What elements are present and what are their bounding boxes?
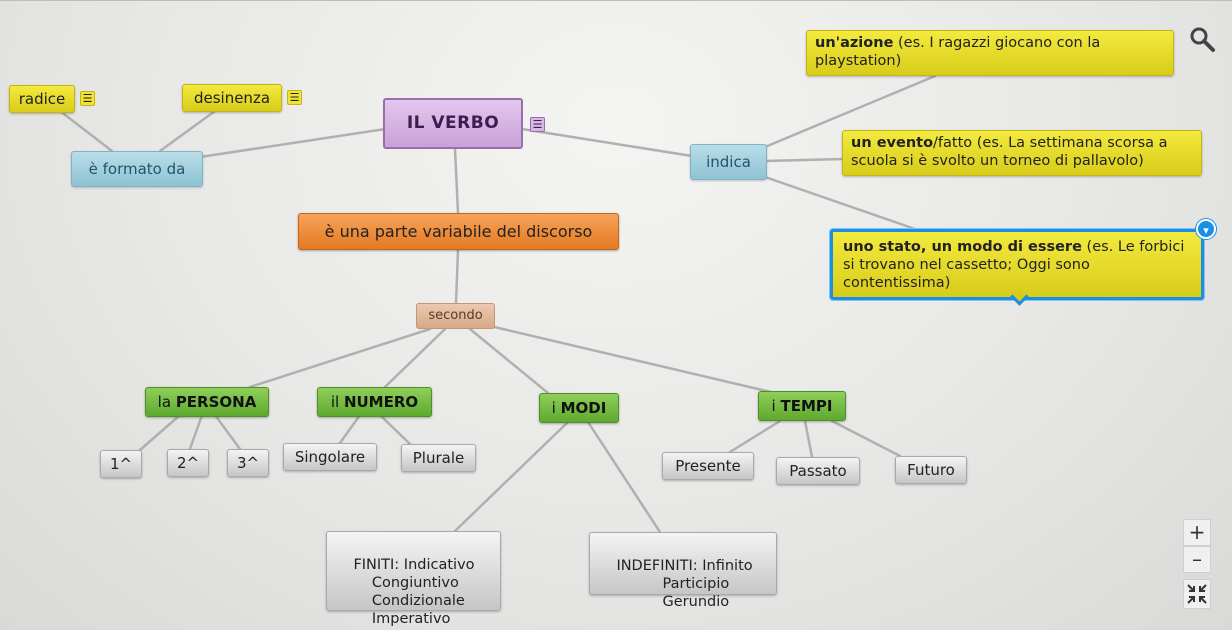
node-modi-indefiniti-label: INDEFINITI: Infinito Participio Gerundio [616,558,753,610]
node-stato-text: (es. Le forbici si trovano nel cassetto;… [843,239,1185,291]
node-persona-3[interactable]: 3^ [227,449,269,477]
link-secondo-persona [248,327,432,389]
link-indica-stato [763,175,917,231]
node-presente[interactable]: Presente [662,452,754,480]
fit-view-button[interactable] [1183,579,1211,609]
link-tempi-presente [728,419,782,454]
node-futuro[interactable]: Futuro [895,456,967,484]
link-modi-indef [586,420,662,534]
node-root-label: IL VERBO [406,113,500,133]
link-root-formato [198,127,387,159]
link-formato-desinenza [158,109,217,153]
node-numero-bold: NUMERO [343,393,419,411]
link-secondo-numero [383,327,447,389]
node-passato-label: Passato [789,462,847,480]
link-parte-secondo [454,248,460,305]
link-root-indica [520,127,694,158]
node-azione-bold: un'azione [815,35,894,51]
node-modi[interactable]: i MODI [539,393,619,423]
link-indica-azione [763,74,937,149]
link-numero-sing [338,413,362,445]
node-plurale-label: Plurale [412,449,465,467]
node-tempi-bold: TEMPI [780,397,833,415]
fit-view-icon [1187,584,1207,604]
link-persona-1 [138,413,182,452]
node-numero-pre: il [330,393,344,411]
node-azione-text: (es. I ragazzi giocano con la playstatio… [815,35,1101,69]
link-secondo-tempi [488,324,777,395]
node-stato[interactable]: uno stato, un modo di essere (es. Le for… [830,229,1204,306]
node-secondo-label: secondo [428,308,483,323]
link-tempi-futuro [830,419,902,458]
node-persona-3-label: 3^ [236,454,260,472]
node-radice[interactable]: radice [9,85,75,113]
node-plurale[interactable]: Plurale [401,444,476,472]
node-radice-label: radice [18,90,66,108]
node-futuro-label: Futuro [907,461,955,479]
zoom-out-button[interactable]: – [1183,546,1211,573]
node-persona-pre: la [157,393,176,411]
node-tempi[interactable]: i TEMPI [758,391,846,421]
node-singolare[interactable]: Singolare [283,443,377,471]
link-root-parte [453,147,460,215]
node-modi-finiti[interactable]: FINITI: Indicativo Congiuntivo Condizion… [326,531,501,627]
link-persona-2 [188,413,204,451]
node-tempi-pre: i [771,397,781,415]
node-secondo[interactable]: secondo [416,303,495,329]
zoom-out-icon: – [1192,547,1202,571]
node-parte-variabile[interactable]: è una parte variabile del discorso [298,213,619,250]
note-icon-root[interactable]: ☰ [530,117,545,132]
node-desinenza-label: desinenza [193,89,271,107]
node-modi-pre: i [551,399,561,417]
node-formato-da-label: è formato da [88,160,186,178]
note-icon-desinenza[interactable]: ☰ [287,90,302,105]
node-stato-bold: uno stato, un modo di essere [843,239,1082,255]
node-parte-variabile-label: è una parte variabile del discorso [324,222,593,241]
link-secondo-modi [468,327,550,395]
node-formato-da[interactable]: è formato da [71,151,203,187]
node-persona-2[interactable]: 2^ [167,449,209,477]
link-indica-evento [764,157,844,163]
node-evento[interactable]: un evento/fatto (es. La settimana scorsa… [842,130,1202,176]
link-persona-3 [213,413,242,451]
node-singolare-label: Singolare [294,448,366,466]
node-persona-1[interactable]: 1^ [100,450,142,478]
note-icon-radice[interactable]: ☰ [80,91,95,106]
node-persona-1-label: 1^ [109,455,133,473]
node-modi-finiti-label: FINITI: Indicativo Congiuntivo Condizion… [353,557,475,627]
node-persona[interactable]: la PERSONA [145,387,269,417]
node-numero[interactable]: il NUMERO [317,387,432,417]
search-icon[interactable] [1188,25,1218,55]
node-persona-2-label: 2^ [176,454,200,472]
zoom-in-icon: + [1188,520,1206,544]
node-evento-bold: un evento [851,135,934,151]
node-evento-text: /fatto (es. La settimana scorsa a scuola… [851,135,1168,169]
node-indica-label: indica [706,153,751,171]
node-azione[interactable]: un'azione (es. I ragazzi giocano con la … [806,30,1174,76]
link-formato-radice [58,109,114,153]
zoom-in-button[interactable]: + [1183,519,1211,546]
node-indica[interactable]: indica [690,144,767,180]
link-tempi-passato [803,419,814,459]
node-passato[interactable]: Passato [776,457,860,485]
node-root[interactable]: IL VERBO [383,98,523,149]
node-modi-indefiniti[interactable]: INDEFINITI: Infinito Participio Gerundio [589,532,777,610]
node-presente-label: Presente [675,457,741,475]
expand-icon[interactable]: ▾ [1196,219,1216,239]
link-modi-finiti [453,420,570,533]
node-desinenza[interactable]: desinenza [182,84,282,112]
node-persona-bold: PERSONA [175,393,257,411]
link-numero-plur [378,413,412,446]
node-modi-bold: MODI [560,399,607,417]
